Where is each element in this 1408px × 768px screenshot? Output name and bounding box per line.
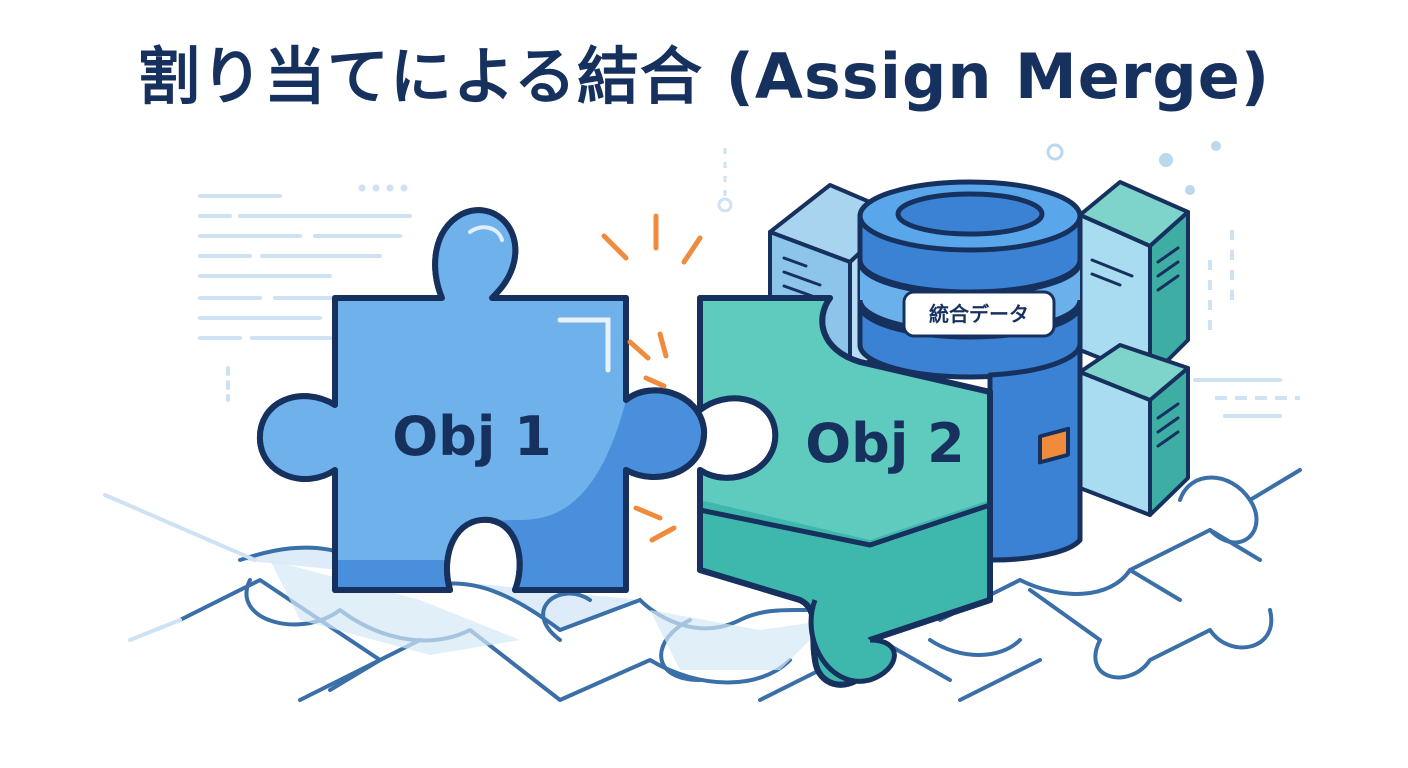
obj2-label: Obj 2 <box>805 412 964 475</box>
obj1-label: Obj 1 <box>392 405 551 468</box>
spark-burst-icon <box>601 213 703 543</box>
decor-dots-top <box>358 184 408 192</box>
page-title: 割り当てによる結合 (Assign Merge) <box>137 40 1271 113</box>
puzzle-piece-obj1: Obj 1 <box>256 207 708 593</box>
merged-data-tag: 統合データ <box>902 290 1056 338</box>
puzzle-piece-obj2: Obj 2 <box>697 295 993 688</box>
server-block-back-right <box>1078 180 1190 517</box>
decor-lines-left <box>198 194 412 402</box>
merged-data-label: 統合データ <box>929 302 1029 326</box>
decor-dots-right <box>717 141 1300 418</box>
